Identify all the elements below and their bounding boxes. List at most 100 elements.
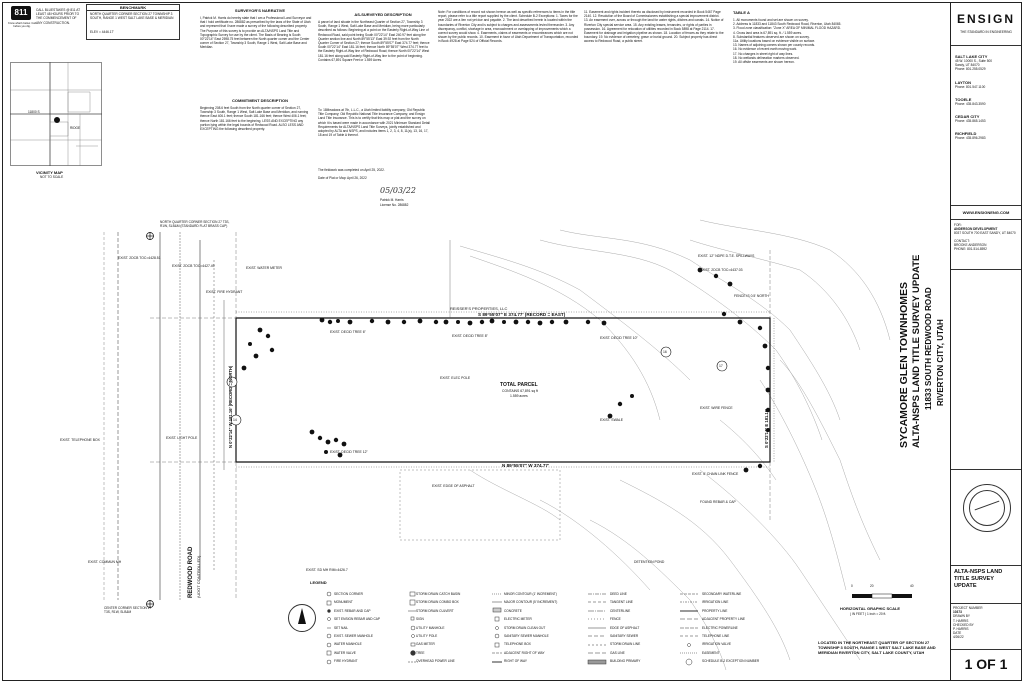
legend-item: TELEPHONE BOX [504, 642, 531, 647]
surveyor-seal-ring [969, 490, 1005, 526]
legend-item: CENTERLINE [610, 608, 631, 613]
benchmark-elev: ELEV = 4446.17' [90, 30, 114, 34]
office-city: CEDAR CITY [955, 114, 980, 120]
north-quarter-corner-label: NORTH QUARTER CORNER SECTION 27 T3S, R1W… [160, 220, 231, 229]
parcel-title: TOTAL PARCEL [500, 382, 538, 388]
plan-label: EXIST. 2DCB TOC=4437.03 [700, 268, 743, 272]
exception-callouts [226, 346, 728, 426]
benchmark-box: BENCHMARK NORTH QUARTER CORNER SECTION 2… [86, 4, 180, 40]
commitment-description-body: Beginning 208.6 feet South from the Nort… [200, 106, 310, 132]
legend-col-2: STORM DRAIN CATCH BASIN STORM DRAIN COMB… [406, 592, 486, 668]
legend-item: WATER VALVE [334, 650, 356, 655]
vicinity-street-1: 11800 S [28, 110, 40, 114]
plan-label: EXIST. 12" NDPE D.T.E. SPILLWAYS [698, 254, 755, 258]
legend-col-5: SECONDARY WATERLINE IRRIGATION LINE PROP… [678, 592, 798, 668]
sheet-title-line3: 11833 SOUTH REDWOOD ROAD [924, 287, 933, 410]
office-line: 45 W. 10000 S., Suite 500 [955, 59, 993, 63]
surveyors-narrative-title: SURVEYOR'S NARRATIVE [234, 8, 286, 13]
office-city: SALT LAKE CITY [955, 54, 988, 59]
sheet-title-line2: ALTA-NSPS LAND TITLE SURVEY UPDATE [911, 254, 922, 448]
legend-col-4: DEED LINE TANGENT LINE CENTERLINE FENCE … [586, 592, 676, 668]
legend-item: SANITARY SEWER [610, 633, 639, 638]
plan-label: EXIST. DECID TREE 10" [600, 336, 638, 340]
legend-item: IRRIGATION VALVE [702, 642, 732, 647]
plan-label: EXIST. TELEPHONE BOX [60, 438, 100, 442]
plan-label: EXIST. DECID TREE 12" [330, 450, 368, 454]
legend-item: SIGN [416, 617, 424, 622]
surveyors-narrative-body: I, Patrick M. Harris do hereby state tha… [200, 16, 313, 50]
legend-item: STORM DRAIN CLEAN OUT [504, 625, 546, 630]
plan-label: EXIST. ELEC POLE [440, 376, 471, 380]
signer-name: Patrick M. Harris [380, 198, 404, 202]
benchmark-title: BENCHMARK [87, 5, 179, 11]
checked-by-label: CHECKED BY [953, 622, 974, 627]
plan-label: EXIST. WATER METER [246, 266, 282, 270]
legend-item: MINOR CONTOUR (1' INCREMENT) [504, 592, 557, 596]
plan-label: EXIST. DECID TREE 6" [330, 330, 366, 334]
west-boundary-text: N 0°22'14" W 181.16' (RECORD = NORTH) [228, 365, 233, 448]
parcel-area: CONTAINS 67,891 sq ft [502, 389, 538, 393]
vicinity-map-graphic [10, 62, 102, 166]
plan-label: EXIST. 2DCB TOC=4428.51 [118, 256, 161, 260]
seal-section [951, 470, 1021, 566]
sheet-title-line4: RIVERTON CITY, UTAH [936, 319, 945, 406]
legend-item: SET ENSIGN REBAR AND CAP [334, 617, 380, 622]
contact-label: CONTACT: [954, 238, 970, 243]
plan-label: EXIST. FIRE HYDRANT [206, 290, 243, 294]
legend-item: WATER MANHOLE [334, 642, 362, 647]
road-sub: (UDOT CONTROLLED) [196, 520, 206, 600]
sheet-number: 1 OF 1 [964, 656, 1008, 672]
office-line: Phone: 435.843.3590 [955, 101, 986, 106]
drawn-by-label: DRAWN BY [953, 614, 971, 619]
location-note: LOCATED IN THE NORTHEAST QUARTER OF SECT… [818, 640, 936, 656]
date-of-plat: Date of Plat or Map: April 26, 2022 [318, 176, 367, 180]
table-a-item: 3. Flood zone classification: "Zone X" A… [733, 26, 841, 31]
contact-name: BROOKE ANDERSON [954, 242, 987, 247]
road-sub-text: (UDOT CONTROLLED) [196, 555, 201, 598]
legend-item: FIRE HYDRANT [334, 659, 358, 664]
east-boundary-bearing: S 0°22'14" E 181.16' [764, 350, 772, 450]
scale-note: ( IN FEET ) 1 inch = 20 ft. [850, 612, 887, 616]
license-number: License No. 286882 [380, 203, 409, 207]
table-a-item: 11a. Utility locations based on evidence… [733, 39, 816, 44]
legend-item: IRRIGATION LINE [702, 600, 729, 605]
client-address: 8037 SOUTH 700 EAST SANDY, UT 84070 [954, 231, 1016, 236]
date: 4/26/22 [953, 635, 964, 640]
callout-number: 14 [229, 380, 233, 384]
office-city: TOOELE [955, 96, 972, 102]
office-line: Phone: 801.547.1100 [955, 84, 986, 89]
project-number: 10373 [953, 610, 962, 615]
office-line: Sandy, UT 84070 [955, 63, 980, 68]
site-marker [54, 117, 60, 123]
badge-811: 811 Know what's below. Call before you d… [8, 6, 36, 34]
badge-811-caption: Know what's below. Call before you dig. [8, 22, 36, 29]
surveyor-signature: 05/03/22 [380, 186, 416, 195]
checked-by: P. HARRIS [953, 627, 969, 632]
legend-item: EXIST. REBAR AND CAP [334, 608, 371, 613]
callout-number: 16 [663, 350, 667, 354]
legend-item: SECONDARY WATERLINE [702, 592, 742, 596]
table-a-list: 1. All monuments found and set are shown… [733, 18, 873, 64]
office-city: RICHFIELD [955, 131, 977, 137]
legend-item: FENCE [610, 617, 621, 622]
plan-label: EXIST. WIRE FENCE [700, 406, 733, 410]
certification-text: To: 18Meadows at 7th, L.L.C., a Utah lim… [318, 108, 431, 138]
west-boundary-bearing: N 0°22'14" W 181.16' (RECORD = NORTH) [228, 330, 236, 450]
property-boundary [150, 232, 775, 600]
as-surveyed-body: A parcel of land situate in the Northeas… [318, 20, 431, 62]
legend-north-arrow [288, 604, 316, 632]
title-block: ENSIGN THE STANDARD IN ENGINEERING SALT … [950, 2, 1022, 681]
table-a-item: 18. No wetlands delineation markers obse… [733, 55, 800, 60]
legend-item: STORM DRAIN CATCH BASIN [416, 592, 461, 596]
scale-tick: 40 [910, 584, 914, 588]
legend-item: STORM DRAIN COMBO BOX [416, 600, 459, 605]
table-a-item: 8. Substantial features observed are sho… [733, 34, 810, 39]
vicinity-map: 11800 S RIDGE [10, 62, 102, 166]
legend-item: DEED LINE [610, 592, 627, 596]
office-line: Phone: 435.865.1453 [955, 119, 986, 124]
legend-item: SET NAIL [334, 625, 349, 630]
legend-item: GAS METER [416, 642, 435, 647]
south-boundary-bearing: N 89°55'07" W 374.77' [502, 463, 550, 468]
date-label: DATE [953, 631, 962, 636]
